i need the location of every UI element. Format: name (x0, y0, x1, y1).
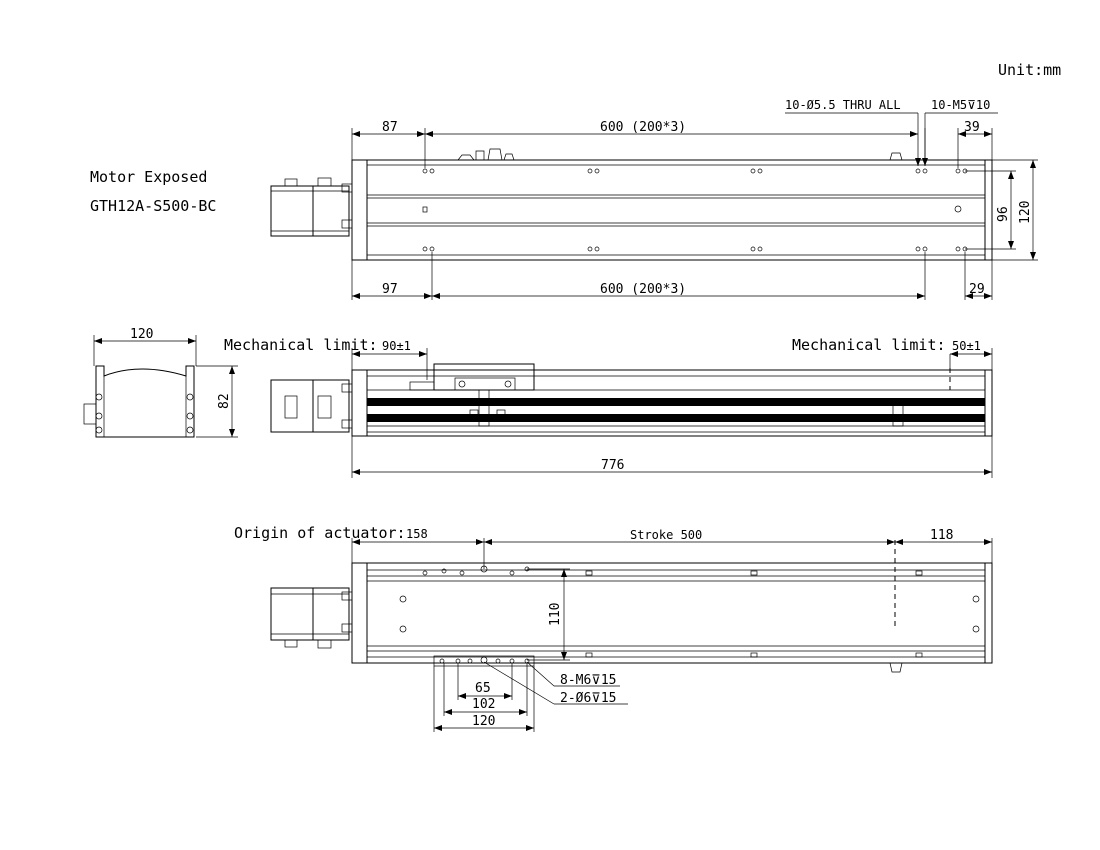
top-view-motor (270, 177, 353, 237)
model-line-1: Motor Exposed (90, 168, 207, 186)
carriage-dim-102: 102 (472, 697, 495, 712)
bottom-dim-600: 600 (200*3) (600, 282, 686, 297)
model-line-2: GTH12A-S500-BC (90, 197, 216, 215)
origin-label: Origin of actuator: (234, 524, 406, 542)
unit-label: Unit:mm (998, 61, 1061, 79)
end-width-120: 120 (130, 327, 153, 342)
note-d6: 2-Ø6⊽15 (560, 691, 616, 706)
hole-note-thru: 10-Ø5.5 THRU ALL (785, 98, 901, 112)
top-view: 87 600 (200*3) 39 10-Ø5.5 THRU ALL 10-M5… (270, 98, 1038, 300)
mech-limit-right-value: 50±1 (952, 339, 981, 353)
height-dim-120: 120 (1018, 201, 1033, 224)
total-length-776: 776 (601, 458, 624, 473)
top-view-holes (422, 168, 968, 252)
bottom-dim-97: 97 (382, 282, 398, 297)
carriage-dim-120: 120 (472, 714, 495, 729)
origin-value: 158 (406, 527, 428, 541)
note-m6: 8-M6⊽15 (560, 673, 616, 688)
top-dim-600: 600 (200*3) (600, 120, 686, 135)
end-height-82: 82 (217, 393, 232, 409)
bottom-dim-29: 29 (969, 282, 985, 297)
mech-limit-left-value: 90±1 (382, 339, 411, 353)
mech-limit-left-label: Mechanical limit: (224, 336, 378, 354)
top-dim-39: 39 (964, 120, 980, 135)
mech-limit-right-label: Mechanical limit: (792, 336, 946, 354)
stroke-500: Stroke 500 (630, 528, 702, 542)
right-dim-118: 118 (930, 528, 953, 543)
hole-note-m5: 10-M5⊽10 (931, 98, 990, 112)
carriage-height-110: 110 (548, 603, 563, 626)
bottom-view: Origin of actuator: 158 Stroke 500 118 1… (234, 524, 993, 732)
side-view: Mechanical limit: 90±1 Mechanical limit:… (224, 336, 993, 478)
carriage-dim-65: 65 (475, 681, 491, 696)
top-dim-87: 87 (382, 120, 398, 135)
height-dim-96: 96 (996, 206, 1011, 222)
end-view: 120 82 (83, 327, 238, 438)
